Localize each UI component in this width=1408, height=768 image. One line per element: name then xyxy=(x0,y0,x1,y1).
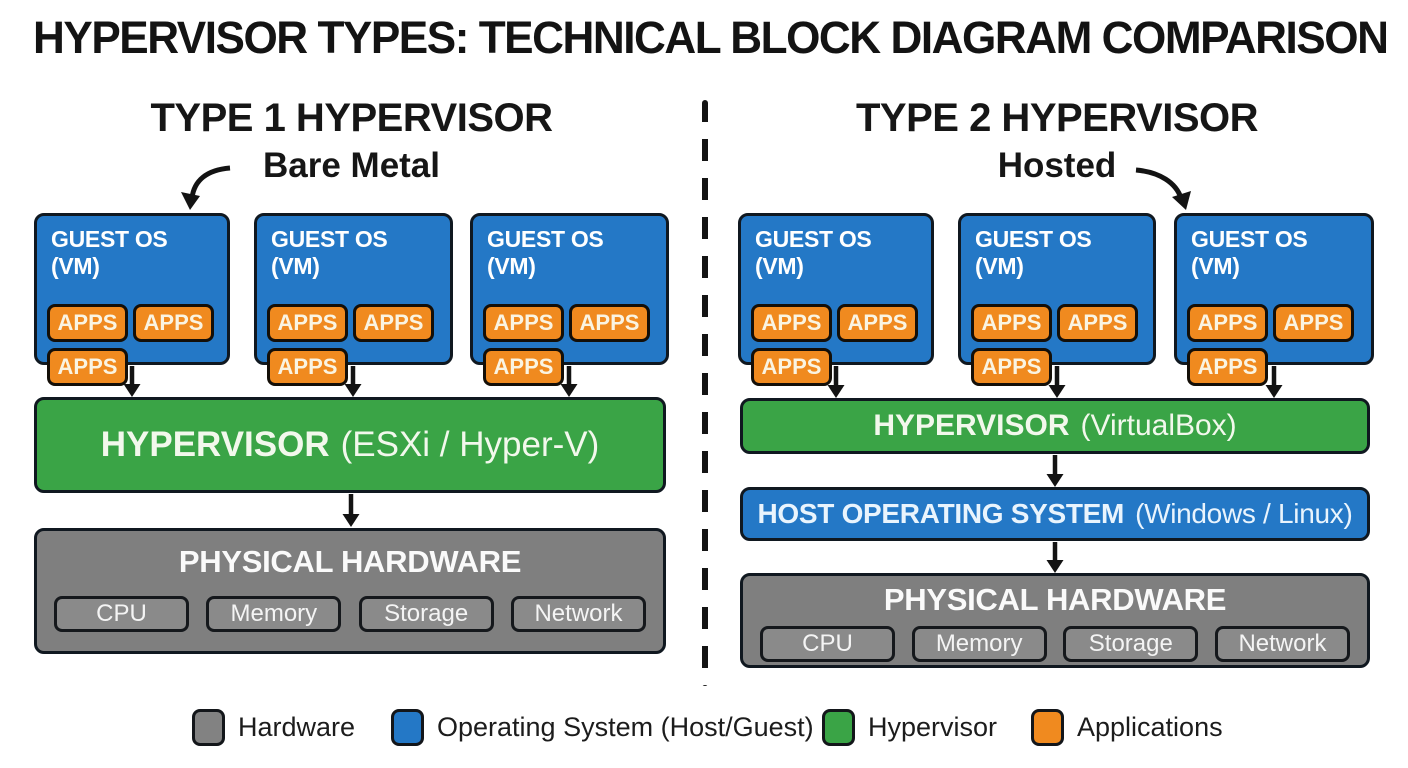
apps-group: APPS APPS APPS xyxy=(1187,304,1361,386)
apps-group: APPS APPS APPS xyxy=(751,304,921,386)
apps-chip: APPS xyxy=(353,304,434,342)
hardware-color-swatch xyxy=(192,709,225,746)
type2-guest-os-box-2: GUEST OS (VM) APPS APPS APPS xyxy=(958,213,1156,386)
legend-label: Operating System (Host/Guest) xyxy=(437,712,814,742)
apps-chip: APPS xyxy=(1057,304,1138,342)
type1-subheading: Bare Metal xyxy=(262,146,441,185)
arrowhead xyxy=(1048,385,1066,398)
guest-os-title: GUEST OS (VM) xyxy=(51,226,168,279)
apps-group: APPS APPS APPS xyxy=(47,304,217,386)
type2-hypervisor-bar: HYPERVISOR (VirtualBox) xyxy=(740,398,1370,454)
hypervisor-products: (VirtualBox) xyxy=(1080,409,1237,442)
apps-chip: APPS xyxy=(483,304,564,342)
type2-subheading: Hosted xyxy=(997,146,1117,185)
guest-os-title: GUEST OS (VM) xyxy=(487,226,604,279)
apps-chip: APPS xyxy=(47,304,128,342)
bare-metal-arrowhead xyxy=(181,192,200,210)
apps-chip: APPS xyxy=(47,348,128,386)
apps-chip: APPS xyxy=(751,348,832,386)
arrowhead xyxy=(342,514,360,527)
hosted-arrowhead xyxy=(1172,191,1191,210)
hypervisor-label: HYPERVISOR xyxy=(100,425,330,464)
apps-chip: APPS xyxy=(1187,348,1268,386)
network-chip: Network xyxy=(1214,626,1350,662)
type2-guest-os-box-3: GUEST OS (VM) APPS APPS APPS xyxy=(1174,213,1374,386)
legend-item-hardware: Hardware xyxy=(192,709,355,746)
hypervisor-products: (ESXi / Hyper-V) xyxy=(340,425,600,464)
guest-os-title: GUEST OS (VM) xyxy=(271,226,388,279)
apps-chip: APPS xyxy=(751,304,832,342)
type2-guest-os-box-1: GUEST OS (VM) APPS APPS APPS xyxy=(738,213,934,386)
apps-chip: APPS xyxy=(1273,304,1354,342)
type1-heading: TYPE 1 HYPERVISOR xyxy=(150,96,553,140)
type1-guest-os-box-1: GUEST OS (VM) APPS APPS APPS xyxy=(34,213,230,386)
hardware-components: CPU Memory Storage Network xyxy=(37,596,663,632)
type2-physical-hardware-box: PHYSICAL HARDWARE CPU Memory Storage Net… xyxy=(740,573,1370,668)
legend-item-operating-system: Operating System (Host/Guest) xyxy=(391,709,814,746)
dashed-divider xyxy=(702,100,708,686)
guest-os-title: GUEST OS (VM) xyxy=(755,226,872,279)
apps-chip: APPS xyxy=(483,348,564,386)
type1-guest-os-box-3: GUEST OS (VM) APPS APPS APPS xyxy=(470,213,669,386)
apps-group: APPS APPS APPS xyxy=(267,304,440,386)
apps-chip: APPS xyxy=(569,304,650,342)
apps-chip: APPS xyxy=(267,304,348,342)
storage-chip: Storage xyxy=(358,596,494,632)
type1-guest-os-box-2: GUEST OS (VM) APPS APPS APPS xyxy=(254,213,453,386)
hypervisor-color-swatch xyxy=(822,709,855,746)
cpu-chip: CPU xyxy=(760,626,895,662)
apps-chip: APPS xyxy=(971,304,1052,342)
applications-color-swatch xyxy=(1031,709,1064,746)
host-os-products: (Windows / Linux) xyxy=(1135,498,1353,529)
legend-item-hypervisor: Hypervisor xyxy=(822,709,997,746)
legend-label: Applications xyxy=(1077,712,1223,742)
apps-group: APPS APPS APPS xyxy=(971,304,1143,386)
os-color-swatch xyxy=(391,709,424,746)
type1-physical-hardware-box: PHYSICAL HARDWARE CPU Memory Storage Net… xyxy=(34,528,666,654)
hypervisor-label: HYPERVISOR xyxy=(873,409,1070,442)
memory-chip: Memory xyxy=(206,596,342,632)
guest-os-title: GUEST OS (VM) xyxy=(1191,226,1308,279)
arrowhead xyxy=(827,385,845,398)
arrowhead xyxy=(1265,385,1283,398)
cpu-chip: CPU xyxy=(54,596,189,632)
network-chip: Network xyxy=(510,596,646,632)
type2-heading: TYPE 2 HYPERVISOR xyxy=(855,96,1259,140)
legend-item-applications: Applications xyxy=(1031,709,1223,746)
page-title: HYPERVISOR TYPES: TECHNICAL BLOCK DIAGRA… xyxy=(33,12,1389,63)
hardware-title: PHYSICAL HARDWARE xyxy=(883,582,1227,617)
apps-chip: APPS xyxy=(267,348,348,386)
apps-chip: APPS xyxy=(133,304,214,342)
type1-hypervisor-bar: HYPERVISOR (ESXi / Hyper-V) xyxy=(34,397,666,493)
guest-os-title: GUEST OS (VM) xyxy=(975,226,1092,279)
apps-chip: APPS xyxy=(971,348,1052,386)
host-os-label: HOST OPERATING SYSTEM xyxy=(757,498,1125,529)
apps-chip: APPS xyxy=(837,304,918,342)
memory-chip: Memory xyxy=(911,626,1047,662)
hardware-title: PHYSICAL HARDWARE xyxy=(178,544,522,579)
arrowhead xyxy=(1046,474,1064,487)
apps-chip: APPS xyxy=(1187,304,1268,342)
legend-label: Hardware xyxy=(238,712,356,742)
apps-group: APPS APPS APPS xyxy=(483,304,656,386)
type2-host-os-bar: HOST OPERATING SYSTEM (Windows / Linux) xyxy=(740,487,1370,541)
storage-chip: Storage xyxy=(1063,626,1199,662)
arrowhead xyxy=(1046,560,1064,573)
hardware-components: CPU Memory Storage Network xyxy=(743,626,1367,662)
legend-label: Hypervisor xyxy=(868,712,998,742)
